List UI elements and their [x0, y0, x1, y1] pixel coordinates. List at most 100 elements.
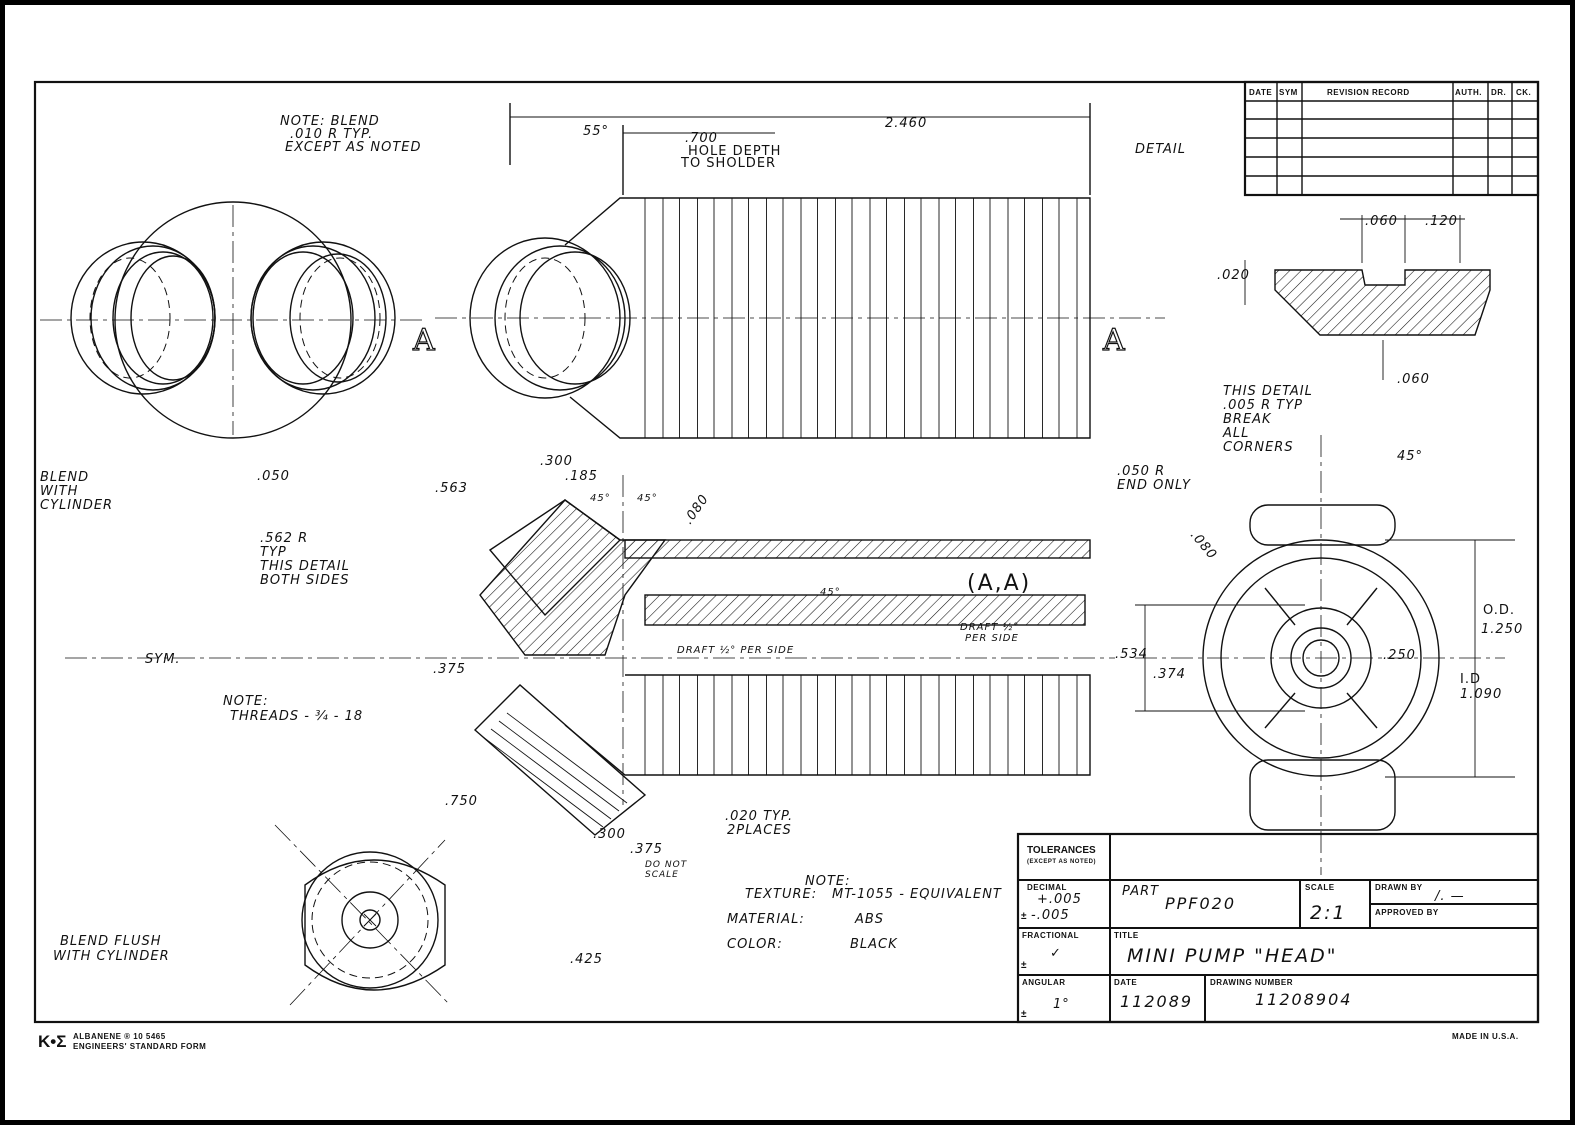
sym-label: SYM.	[145, 652, 181, 667]
blend-cyl-1: BLEND	[40, 470, 89, 485]
detail-label: DETAIL	[1135, 142, 1186, 157]
do-not-scale-2: SCALE	[645, 870, 679, 880]
dim-534: .534	[1115, 647, 1148, 662]
rev-header-ck: CK.	[1516, 88, 1531, 97]
note-title: NOTE:	[805, 874, 851, 889]
dim-080-right: .080	[1187, 528, 1220, 563]
dim-45b: 45°	[637, 493, 658, 504]
dim-374: .374	[1153, 667, 1186, 682]
decimal-plus: +.005	[1037, 892, 1082, 907]
od-value: 1.250	[1481, 622, 1523, 637]
top-side-view	[435, 103, 1165, 439]
drawing-border	[33, 80, 1540, 1024]
detail-note-5: CORNERS	[1223, 440, 1294, 455]
dim-185: .185	[565, 469, 598, 484]
typ562-4: BOTH SIDES	[260, 573, 350, 588]
draft-note-2b: PER SIDE	[965, 633, 1019, 644]
section-view	[65, 475, 1115, 836]
detail-note-1: THIS DETAIL	[1223, 384, 1313, 399]
bottom-end-view	[274, 824, 451, 1006]
decimal-label: DECIMAL	[1027, 883, 1067, 892]
blend-flush-2: WITH CYLINDER	[53, 949, 170, 964]
part-label: PART	[1122, 884, 1159, 899]
dim-45-inner: 45°	[820, 587, 841, 598]
id-label: I.D	[1460, 672, 1481, 687]
id-value: 1.090	[1460, 687, 1502, 702]
dim-375: .375	[433, 662, 466, 677]
approved-by-label: APPROVED BY	[1375, 908, 1439, 917]
part-value: PPF020	[1165, 894, 1236, 913]
draft-note-2a: DRAFT ½°	[960, 621, 1019, 633]
od-label: O.D.	[1483, 603, 1515, 618]
hole-depth-dim: .700	[685, 131, 718, 146]
title-block: TOLERANCES (EXCEPT AS NOTED) DECIMAL +.0…	[1016, 832, 1540, 1024]
section-mark-right: A	[1102, 323, 1125, 358]
engineering-drawing: DATE SYM REVISION RECORD AUTH. DR. CK. T…	[33, 80, 1540, 1051]
drawn-by-value: /. —	[1434, 889, 1465, 904]
decimal-minus: -.005	[1031, 908, 1070, 923]
material-label: MATERIAL:	[727, 912, 805, 927]
color-label: COLOR:	[727, 937, 783, 952]
threads-note-1: NOTE:	[223, 694, 269, 709]
drawing-number-value: 11208904	[1255, 990, 1352, 1009]
groove-detail	[1244, 215, 1491, 380]
footer-brand: ALBANENE ® 10 5465	[73, 1032, 166, 1041]
typ020-2: 2PLACES	[727, 823, 792, 838]
dim-250: .250	[1383, 648, 1416, 663]
rev-header-date: DATE	[1249, 88, 1272, 97]
note-blend-3: EXCEPT AS NOTED	[285, 140, 422, 155]
note-blend-2: .010 R TYP.	[290, 127, 373, 142]
typ562-3: THIS DETAIL	[260, 559, 350, 574]
threads-note-2: THREADS - ¾ - 18	[230, 709, 363, 724]
made-in-label: MADE IN U.S.A.	[1452, 1032, 1519, 1041]
drawn-by-label: DRAWN BY	[1375, 883, 1423, 892]
dim-050: .050	[257, 469, 290, 484]
typ562-2: TYP	[260, 545, 287, 560]
ke-logo: K•Σ	[38, 1032, 66, 1051]
typ562-1: .562 R	[260, 531, 308, 546]
texture-label: TEXTURE:	[745, 887, 817, 902]
blend-cyl-3: CYLINDER	[40, 498, 113, 513]
rev-header-record: REVISION RECORD	[1327, 88, 1410, 97]
rev-header-sym: SYM	[1279, 88, 1298, 97]
plus-minus-sign: ±	[1021, 911, 1027, 922]
fractional-value: ✓	[1050, 946, 1062, 961]
dim-750: .750	[445, 794, 478, 809]
end-only-2: END ONLY	[1117, 478, 1191, 493]
plus-minus-sign: ±	[1021, 1009, 1027, 1020]
dim-060: .060	[1365, 214, 1398, 229]
typ020-1: .020 TYP.	[725, 809, 793, 824]
right-end-view	[1135, 435, 1515, 875]
scale-label: SCALE	[1305, 883, 1335, 892]
date-label: DATE	[1114, 978, 1137, 987]
rev-header-auth: AUTH.	[1455, 88, 1482, 97]
dim-425: .425	[570, 952, 603, 967]
dim-45-right: 45°	[1397, 449, 1423, 464]
rev-header-dr: DR.	[1491, 88, 1506, 97]
drawing-number-label: DRAWING NUMBER	[1210, 978, 1293, 987]
detail-note-3: BREAK	[1223, 412, 1272, 427]
blend-flush-1: BLEND FLUSH	[60, 934, 162, 949]
detail-note-2: .005 R TYP	[1223, 398, 1303, 413]
scale-value: 2:1	[1310, 902, 1347, 924]
dim-2460: 2.460	[885, 116, 927, 131]
dim-300-bot: .300	[593, 827, 626, 842]
end-only-1: .050 R	[1117, 464, 1165, 479]
tolerances-sub: (EXCEPT AS NOTED)	[1027, 859, 1096, 865]
section-label: (A,A)	[967, 571, 1031, 596]
dim-45a: 45°	[590, 493, 611, 504]
draft-note: DRAFT ½° PER SIDE	[677, 644, 794, 656]
dim-375-bot: .375	[630, 842, 663, 857]
blend-cyl-2: WITH	[40, 484, 78, 499]
dim-080: .080	[681, 492, 712, 528]
do-not-scale-1: DO NOT	[645, 860, 688, 870]
texture-value: MT-1055 - EQUIVALENT	[832, 887, 1002, 902]
date-value: 112089	[1120, 992, 1193, 1011]
title-label: TITLE	[1114, 931, 1139, 940]
color-value: BLACK	[850, 937, 898, 952]
angular-value: 1°	[1053, 997, 1070, 1012]
dim-120: .120	[1425, 214, 1458, 229]
detail-note-4: ALL	[1222, 426, 1249, 441]
note-blend-1: NOTE: BLEND	[280, 114, 380, 129]
fractional-label: FRACTIONAL	[1022, 931, 1079, 940]
